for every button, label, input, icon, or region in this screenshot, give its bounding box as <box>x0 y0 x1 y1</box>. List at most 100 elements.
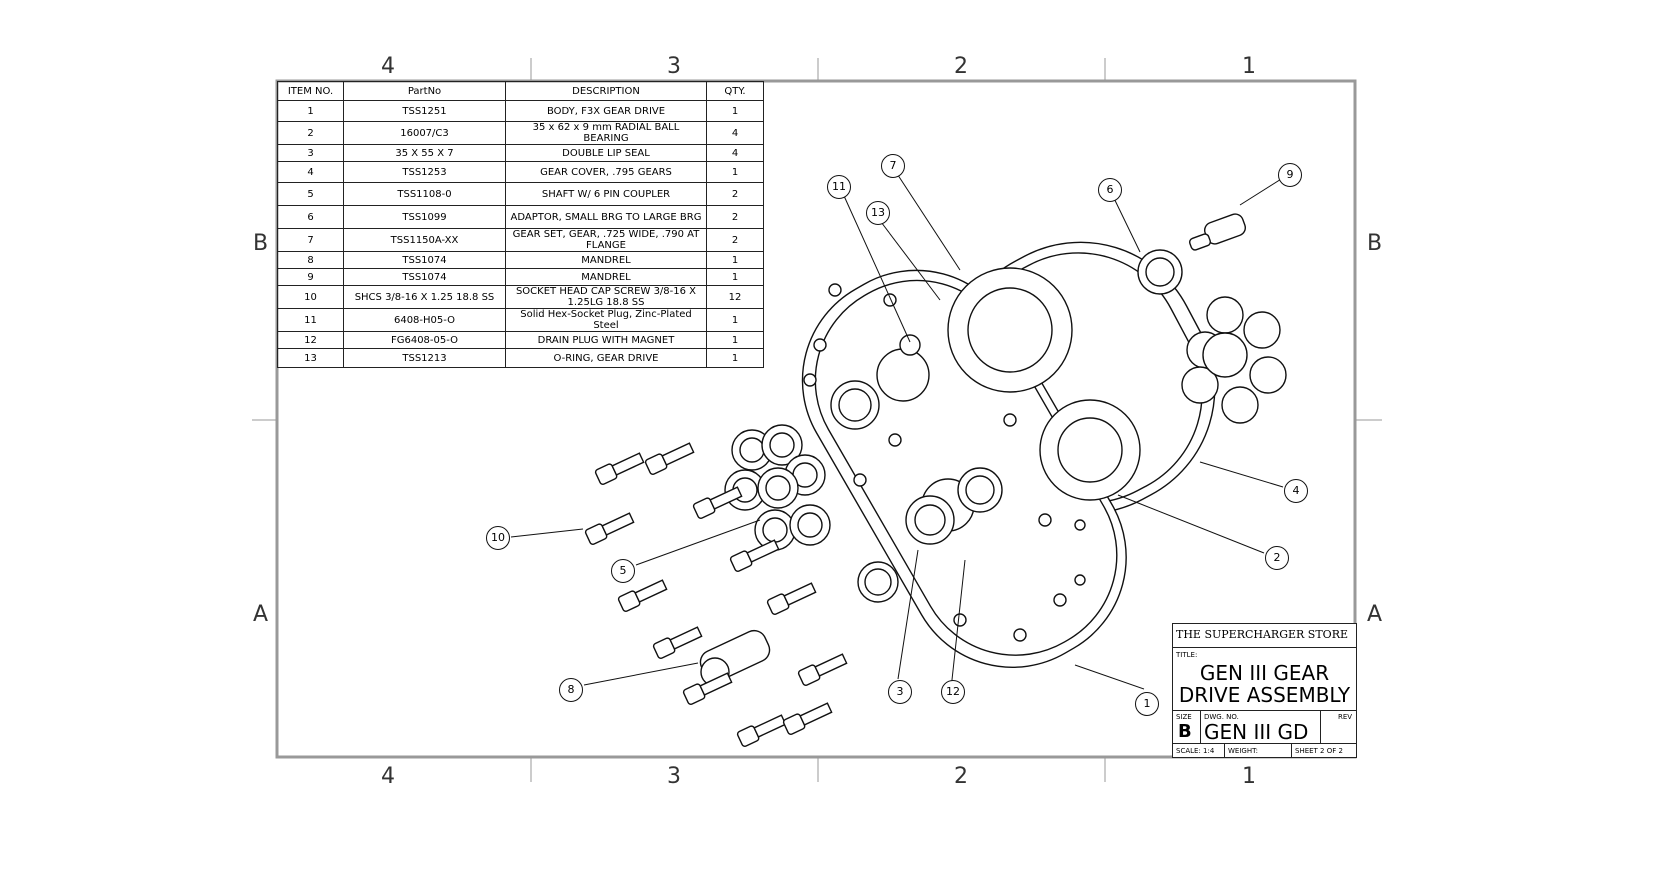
bom-qty: 12 <box>706 285 764 309</box>
assembly-drawing <box>584 213 1287 747</box>
bom-partno: TSS1074 <box>343 268 506 286</box>
bom-qty: 1 <box>706 268 764 286</box>
title-block: THE SUPERCHARGER STORE TITLE: GEN III GE… <box>1172 623 1357 758</box>
dwg-no-label: DWG. NO. <box>1204 713 1239 721</box>
bom-description: O-RING, GEAR DRIVE <box>505 348 707 368</box>
bom-item-no: 13 <box>277 348 344 368</box>
company-name: THE SUPERCHARGER STORE <box>1176 628 1349 641</box>
bom-item-no: 1 <box>277 100 344 122</box>
drawing-border <box>275 79 1357 759</box>
zone-left-a: A <box>253 602 269 627</box>
bom-partno: 16007/C3 <box>343 121 506 145</box>
callout-balloon-1: 1 <box>1135 692 1159 716</box>
sheet-size: B <box>1178 721 1192 742</box>
bom-header-item-no: ITEM NO. <box>277 81 344 101</box>
gears-part <box>899 267 1141 501</box>
zone-right-b: B <box>1367 231 1383 256</box>
bom-partno: TSS1213 <box>343 348 506 368</box>
bom-partno: SHCS 3/8-16 X 1.25 18.8 SS <box>343 285 506 309</box>
zone-top-4: 4 <box>381 54 395 79</box>
bom-qty: 2 <box>706 182 764 206</box>
callout-balloon-5: 5 <box>611 559 635 583</box>
callout-balloon-4: 4 <box>1284 479 1308 503</box>
bom-partno: TSS1253 <box>343 161 506 183</box>
bom-partno: TSS1099 <box>343 205 506 229</box>
callout-balloon-7: 7 <box>881 154 905 178</box>
bom-description: MANDREL <box>505 251 707 269</box>
bom-item-no: 8 <box>277 251 344 269</box>
bom-qty: 4 <box>706 144 764 162</box>
bom-item-no: 3 <box>277 144 344 162</box>
bom-description: 35 x 62 x 9 mm RADIAL BALL BEARING <box>505 121 707 145</box>
bom-item-no: 10 <box>277 285 344 309</box>
zone-ticks <box>252 58 1382 782</box>
callout-balloon-9: 9 <box>1278 163 1302 187</box>
drawing-number: GEN III GD <box>1204 720 1309 744</box>
callout-balloon-6: 6 <box>1098 178 1122 202</box>
bom-qty: 4 <box>706 121 764 145</box>
mandrel-8-part <box>699 629 771 687</box>
scale: SCALE: 1:4 <box>1176 747 1215 755</box>
bolts-part <box>584 442 848 747</box>
zone-top-2: 2 <box>954 54 968 79</box>
bom-description: MANDREL <box>505 268 707 286</box>
title-label: TITLE: <box>1176 651 1198 659</box>
bom-description: GEAR SET, GEAR, .725 WIDE, .790 AT FLANG… <box>505 228 707 252</box>
bom-item-no: 4 <box>277 161 344 183</box>
zone-bottom-4: 4 <box>381 764 395 789</box>
bom-partno: TSS1251 <box>343 100 506 122</box>
bom-qty: 1 <box>706 100 764 122</box>
adaptor-part <box>857 249 1183 603</box>
bom-description: SOCKET HEAD CAP SCREW 3/8-16 X 1.25LG 18… <box>505 285 707 309</box>
callout-balloon-2: 2 <box>1265 546 1289 570</box>
body-holes <box>783 283 1086 642</box>
callout-balloon-11: 11 <box>827 175 851 199</box>
bom-qty: 1 <box>706 348 764 368</box>
callout-balloon-13: 13 <box>866 201 890 225</box>
zone-left-b: B <box>253 231 269 256</box>
zone-bottom-1: 1 <box>1242 764 1256 789</box>
rev-label: REV <box>1338 713 1353 721</box>
shaft-coupler-part <box>724 424 831 551</box>
callout-balloon-3: 3 <box>888 680 912 704</box>
bom-qty: 2 <box>706 205 764 229</box>
zone-top-3: 3 <box>667 54 681 79</box>
callout-balloon-10: 10 <box>486 526 510 550</box>
bom-header-qty: QTY. <box>706 81 764 101</box>
bom-partno: 35 X 55 X 7 <box>343 144 506 162</box>
right-coupler-part <box>1181 296 1287 424</box>
bom-item-no: 7 <box>277 228 344 252</box>
bom-description: SHAFT W/ 6 PIN COUPLER <box>505 182 707 206</box>
callout-balloon-12: 12 <box>941 680 965 704</box>
bom-item-no: 11 <box>277 308 344 332</box>
drawing-title-line2: DRIVE ASSEMBLY <box>1178 683 1351 707</box>
zone-bottom-2: 2 <box>954 764 968 789</box>
bom-qty: 2 <box>706 228 764 252</box>
bom-header-description: DESCRIPTION <box>505 81 707 101</box>
bom-qty: 1 <box>706 161 764 183</box>
mandrel-9-part <box>1188 213 1247 251</box>
bom-item-no: 5 <box>277 182 344 206</box>
bom-description: GEAR COVER, .795 GEARS <box>505 161 707 183</box>
bom-description: BODY, F3X GEAR DRIVE <box>505 100 707 122</box>
bom-description: DRAIN PLUG WITH MAGNET <box>505 331 707 349</box>
bom-partno: 6408-H05-O <box>343 308 506 332</box>
zone-top-1: 1 <box>1242 54 1256 79</box>
callout-balloon-8: 8 <box>559 678 583 702</box>
bom-description: DOUBLE LIP SEAL <box>505 144 707 162</box>
size-label: SIZE <box>1176 713 1192 721</box>
bom-partno: FG6408-05-O <box>343 331 506 349</box>
bom-header-partno: PartNo <box>343 81 506 101</box>
bom-header-row: ITEM NO. PartNo DESCRIPTION QTY. <box>277 81 764 101</box>
